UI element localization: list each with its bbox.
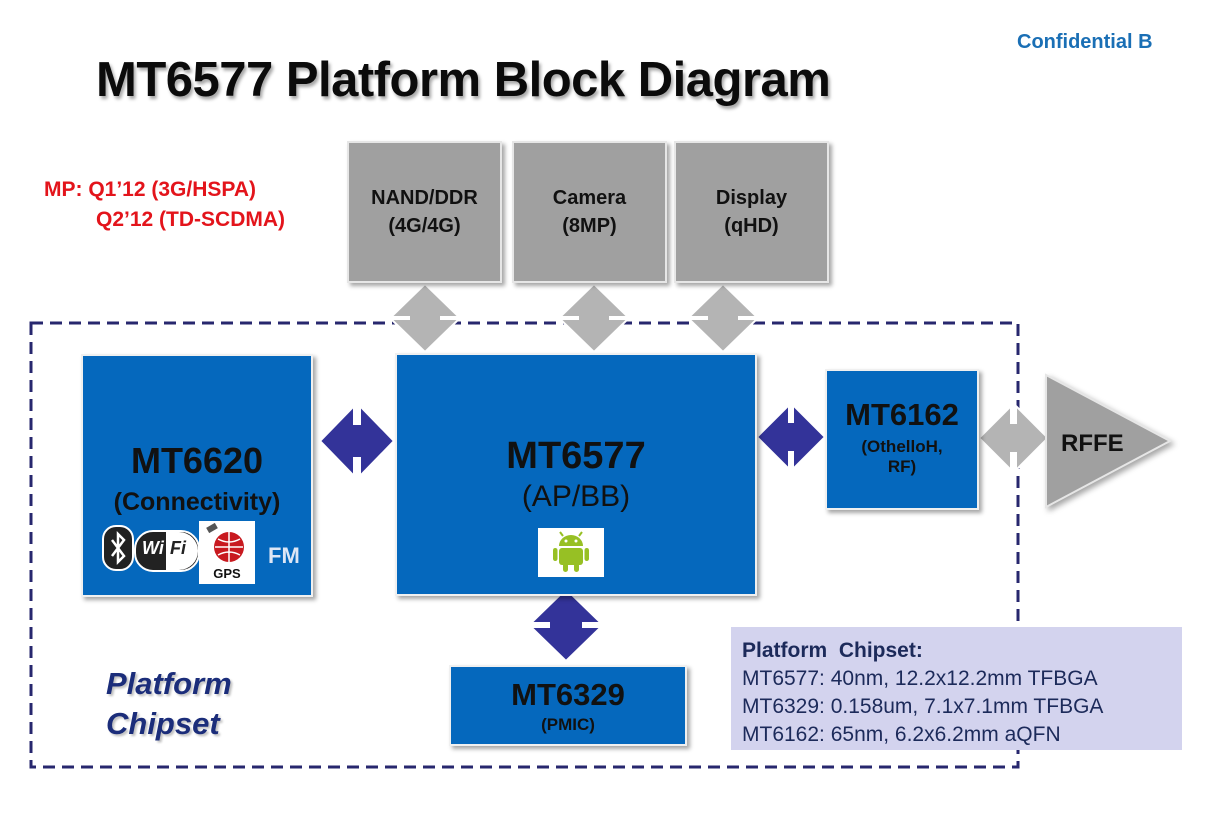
mp-line-1: MP: Q1’12 (3G/HSPA): [44, 178, 256, 201]
arrow-mt6162-rffe: [977, 403, 1050, 473]
platform-boundary: [29, 321, 1020, 769]
mt6620-sub: (Connectivity): [113, 488, 281, 516]
nand-ddr-sub: (4G/4G): [388, 215, 461, 237]
android-icon: [538, 528, 604, 577]
chipset-info-box: Platform Chipset: MT6577: 40nm, 12.2x12.…: [731, 627, 1182, 750]
chipset-info-heading: Platform Chipset:: [742, 639, 923, 662]
fm-label: FM: [268, 543, 300, 568]
rffe-label: RFFE: [1061, 430, 1124, 457]
nand-ddr-name: NAND/DDR: [371, 187, 478, 209]
mt6577-sub: (AP/BB): [521, 480, 631, 513]
display-sub: (qHD): [724, 215, 779, 237]
camera-sub: (8MP): [562, 215, 617, 237]
display-name: Display: [715, 187, 788, 209]
platform-chipset-label: Platform Chipset: [106, 664, 232, 744]
nand-ddr-box: NAND/DDR (4G/4G): [347, 141, 502, 283]
wifi-icon: Wi Fi: [134, 530, 200, 572]
wifi-label-f: Fi: [170, 538, 186, 558]
platform-label-line-1: Platform: [106, 666, 232, 701]
camera-box: Camera (8MP): [512, 141, 667, 283]
mt6162-sub-1: (OthelloH,: [861, 437, 943, 456]
mt6620-name: MT6620: [130, 440, 264, 481]
arrow-nand-mt6577: [388, 282, 462, 354]
mt6329-name: MT6329: [511, 677, 625, 712]
chipset-info-row: MT6577: 40nm, 12.2x12.2mm TFBGA: [742, 667, 1098, 690]
mt6162-sub-2: RF): [887, 457, 917, 476]
page-title: MT6577 Platform Block Diagram: [96, 53, 831, 107]
bluetooth-icon: [102, 525, 134, 571]
rffe-triangle: [1045, 373, 1173, 509]
chipset-info-row: MT6329: 0.158um, 7.1x7.1mm TFBGA: [742, 695, 1104, 718]
display-box: Display (qHD): [674, 141, 829, 283]
wifi-label-w: Wi: [142, 538, 164, 558]
platform-label-line-2: Chipset: [106, 706, 220, 741]
confidential-label: Confidential B: [1017, 31, 1153, 53]
arrow-display-mt6577: [686, 282, 760, 354]
gps-label: GPS: [213, 566, 241, 581]
arrow-mt6620-mt6577: [318, 403, 396, 479]
mt6577-name: MT6577: [506, 435, 646, 477]
arrow-mt6577-mt6162: [755, 402, 827, 472]
mp-schedule: MP: Q1’12 (3G/HSPA) Q2’12 (TD-SCDMA): [44, 175, 285, 235]
camera-name: Camera: [552, 187, 627, 209]
gps-icon: GPS: [199, 521, 255, 584]
arrow-mt6577-mt6329: [528, 587, 604, 663]
mt6329-sub: (PMIC): [541, 715, 595, 734]
mt6162-box: MT6162 (OthelloH, RF): [825, 369, 979, 510]
chipset-info-row: MT6162: 65nm, 6.2x6.2mm aQFN: [742, 723, 1061, 746]
arrow-camera-mt6577: [557, 282, 631, 354]
wifi-right-half: [166, 532, 198, 570]
mt6162-name: MT6162: [845, 397, 959, 432]
mt6329-box: MT6329 (PMIC): [449, 665, 687, 746]
mp-line-2: Q2’12 (TD-SCDMA): [96, 208, 286, 231]
